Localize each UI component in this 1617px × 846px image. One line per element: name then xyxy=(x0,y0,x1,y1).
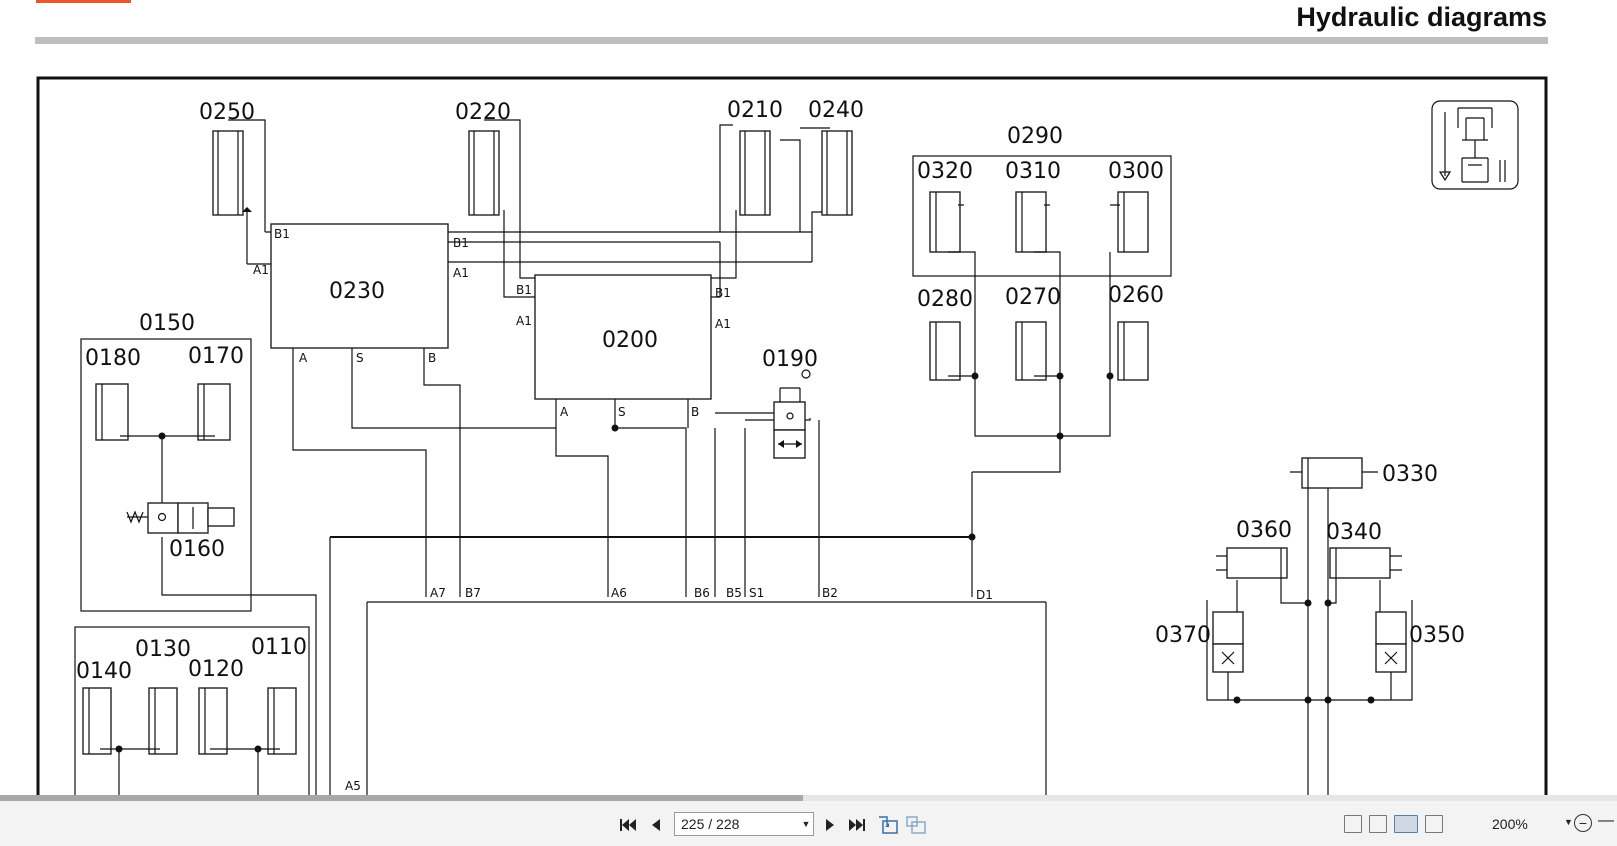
label-0160: 0160 xyxy=(169,537,225,562)
valve-block-0200 xyxy=(534,274,712,400)
label-0150: 0150 xyxy=(139,311,195,336)
label-0110: 0110 xyxy=(251,635,307,660)
label-0290: 0290 xyxy=(1007,124,1063,149)
label-0300: 0300 xyxy=(1108,159,1164,184)
port-label: D1 xyxy=(976,588,993,602)
continuous-view-icon[interactable] xyxy=(1369,815,1387,833)
label-0270: 0270 xyxy=(1005,285,1061,310)
diagram-frame xyxy=(36,76,1548,795)
valve-0190 xyxy=(773,369,811,459)
cylinder-group-0150 xyxy=(80,338,317,795)
port-label: B xyxy=(428,351,436,365)
page-number-input[interactable]: 225 / 228 ▼ xyxy=(674,812,814,836)
label-0130: 0130 xyxy=(135,637,191,662)
rotate-page-icon[interactable] xyxy=(904,814,928,836)
cylinder-group-bottom-left xyxy=(74,626,310,795)
port-label: A5 xyxy=(345,779,361,793)
cylinder-0250 xyxy=(212,119,266,264)
label-0200: 0200 xyxy=(602,328,658,353)
select-page-icon[interactable] xyxy=(876,814,900,836)
port-label: B1 xyxy=(516,283,532,297)
cylinder-0240 xyxy=(800,127,853,262)
zoom-slider-handle[interactable]: — xyxy=(1598,812,1614,829)
port-label: B1 xyxy=(274,227,290,241)
port-label: A6 xyxy=(611,586,627,600)
previous-page-icon[interactable] xyxy=(644,814,668,836)
steering-circuit-right xyxy=(1206,457,1413,795)
port-label: B1 xyxy=(715,286,731,300)
label-0190: 0190 xyxy=(762,347,818,372)
label-0170: 0170 xyxy=(188,344,244,369)
tractor-symbol-icon xyxy=(1431,100,1519,190)
next-page-icon[interactable] xyxy=(818,814,842,836)
horizontal-scrollbar-thumb[interactable] xyxy=(0,795,803,801)
chevron-down-icon[interactable]: ▼ xyxy=(801,819,811,829)
label-0340: 0340 xyxy=(1326,520,1382,545)
two-page-view-icon[interactable] xyxy=(1394,815,1418,833)
cylinder-0220 xyxy=(468,119,521,232)
brand-tab xyxy=(36,0,131,3)
label-0320: 0320 xyxy=(917,159,973,184)
label-0260: 0260 xyxy=(1108,283,1164,308)
port-label: S1 xyxy=(749,586,764,600)
page-indicator: 225 / 228 xyxy=(681,816,740,832)
hydraulic-diagram: 0250 0220 0210 0240 0290 0320 0310 0300 … xyxy=(36,76,1548,795)
port-label: A xyxy=(560,405,569,419)
label-0370: 0370 xyxy=(1155,623,1211,648)
port-label: B xyxy=(691,405,699,419)
port-label: A1 xyxy=(516,314,532,328)
label-0120: 0120 xyxy=(188,657,244,682)
port-label: A7 xyxy=(430,586,446,600)
viewer-toolbar: 225 / 228 ▼ 200% ▼ − — xyxy=(0,801,1617,846)
cylinder-0210 xyxy=(719,124,801,232)
label-0180: 0180 xyxy=(85,346,141,371)
port-label: B2 xyxy=(822,586,838,600)
cylinder-group-lower-right xyxy=(929,276,1149,440)
horizontal-scrollbar[interactable] xyxy=(0,795,1617,801)
port-label: S xyxy=(356,351,364,365)
document-page: Hydraulic diagrams xyxy=(35,0,1548,795)
single-page-view-icon[interactable] xyxy=(1344,815,1362,833)
port-label: S xyxy=(618,405,626,419)
label-0330: 0330 xyxy=(1382,462,1438,487)
label-0140: 0140 xyxy=(76,659,132,684)
port-label: A xyxy=(299,351,308,365)
two-page-continuous-view-icon[interactable] xyxy=(1425,815,1443,833)
port-label: B1 xyxy=(453,236,469,250)
zoom-level[interactable]: 200% xyxy=(1492,816,1528,832)
label-0230: 0230 xyxy=(329,279,385,304)
header-divider xyxy=(35,37,1548,44)
cylinder-group-0290 xyxy=(912,155,1172,277)
port-label: B6 xyxy=(694,586,710,600)
last-page-icon[interactable] xyxy=(845,814,869,836)
port-label: A1 xyxy=(453,266,469,280)
zoom-chevron-down-icon[interactable]: ▼ xyxy=(1564,817,1573,827)
port-label: B5 xyxy=(726,586,742,600)
port-label: A1 xyxy=(253,263,269,277)
port-label: A1 xyxy=(715,317,731,331)
page-title: Hydraulic diagrams xyxy=(1296,2,1547,32)
label-0210: 0210 xyxy=(727,98,783,123)
label-0360: 0360 xyxy=(1236,518,1292,543)
zoom-out-icon[interactable]: − xyxy=(1574,814,1592,832)
label-0250: 0250 xyxy=(199,100,255,125)
label-0280: 0280 xyxy=(917,287,973,312)
label-0240: 0240 xyxy=(808,98,864,123)
first-page-icon[interactable] xyxy=(616,814,640,836)
label-0350: 0350 xyxy=(1409,623,1465,648)
valve-block-0230 xyxy=(270,223,449,349)
label-0310: 0310 xyxy=(1005,159,1061,184)
label-0220: 0220 xyxy=(455,100,511,125)
port-label: B7 xyxy=(465,586,481,600)
